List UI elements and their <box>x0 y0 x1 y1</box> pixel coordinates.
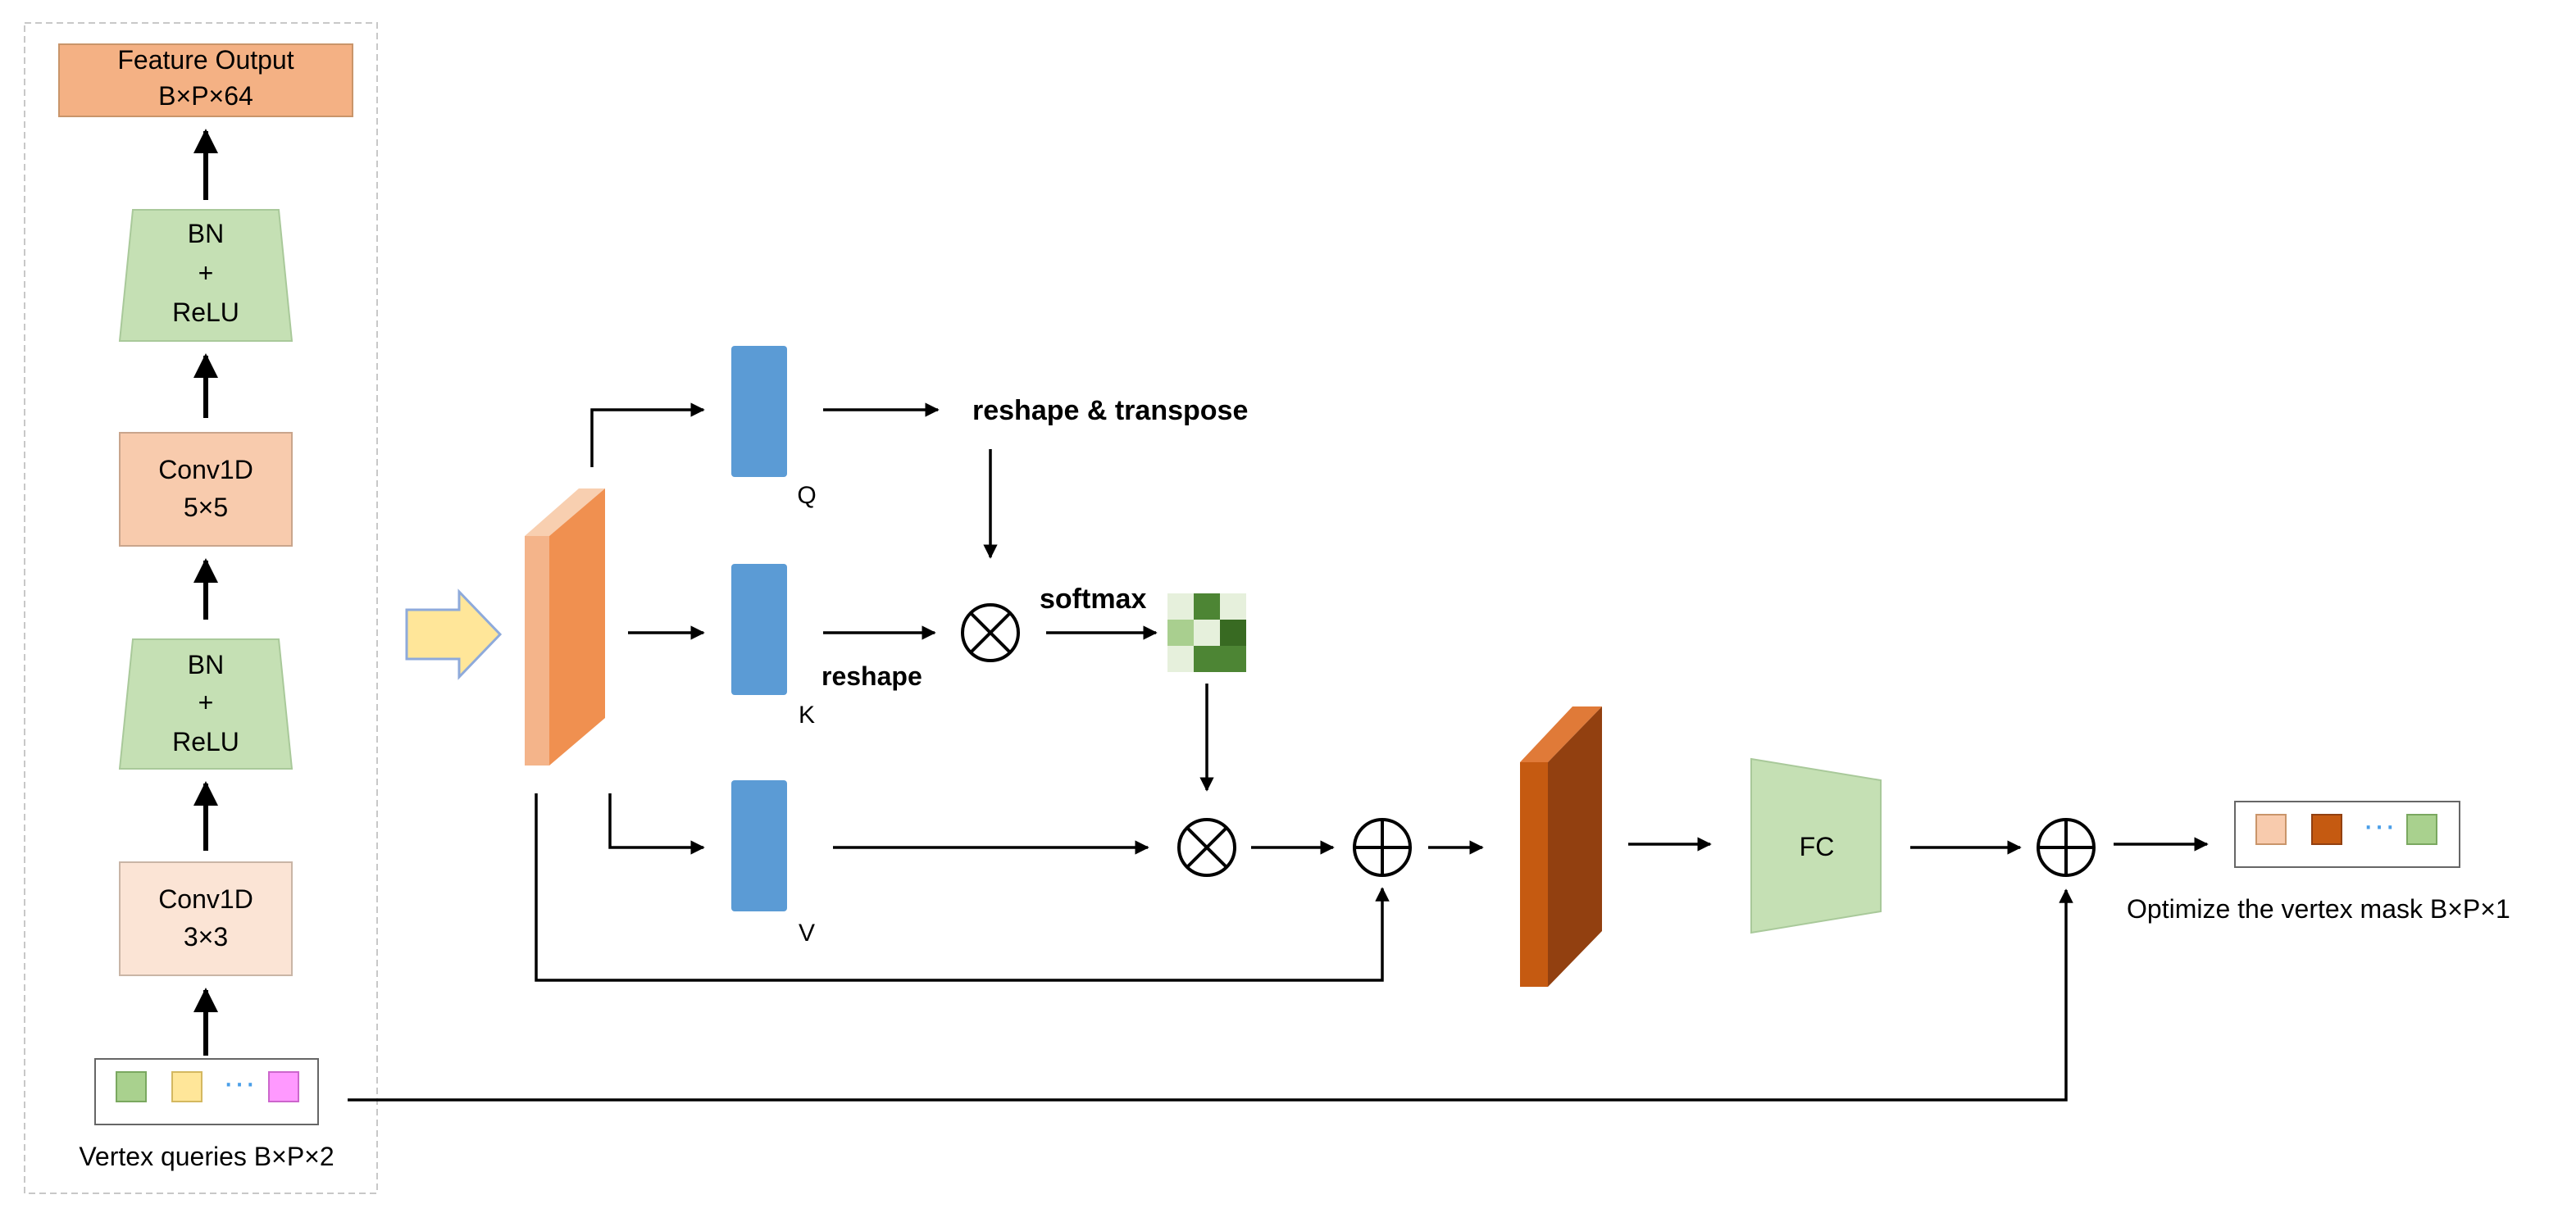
conv1d-5x5-block: Conv1D 5×5 <box>119 432 293 547</box>
conv3-title: Conv1D <box>158 884 253 914</box>
attended-feature-block <box>1520 706 1602 987</box>
plus-label: + <box>198 688 214 717</box>
vertex-queries-box: ··· <box>94 1058 319 1125</box>
conv1d-3x3-block: Conv1D 3×3 <box>119 861 293 976</box>
q-label: Q <box>797 482 816 509</box>
add-icon-residual <box>1353 818 1412 877</box>
skip-connection-queries <box>348 888 2073 1102</box>
fc-block: FC <box>1750 757 1882 934</box>
output-token-brown <box>2311 814 2342 845</box>
relu-label: ReLU <box>172 298 239 327</box>
attention-cell <box>1167 620 1194 646</box>
conv5-kernel: 5×5 <box>184 493 228 522</box>
query-ellipsis: ··· <box>223 1065 256 1101</box>
query-token-pink <box>268 1071 299 1102</box>
branch-to-v <box>608 793 705 855</box>
skip-connection-feature <box>535 793 1390 982</box>
encoder-panel <box>24 22 378 1194</box>
attention-cell <box>1167 593 1194 620</box>
output-token-peach <box>2255 814 2287 845</box>
attention-cell <box>1167 646 1194 672</box>
vertex-queries-label: Vertex queries B×P×2 <box>79 1142 334 1171</box>
output-mask-box: ··· <box>2234 801 2460 868</box>
attention-cell <box>1220 593 1246 620</box>
v-label: V <box>799 920 815 947</box>
k-block <box>731 564 787 695</box>
output-token-green <box>2406 814 2437 845</box>
query-token-green <box>116 1071 147 1102</box>
fc-label: FC <box>1800 832 1835 861</box>
relu-label: ReLU <box>172 727 239 756</box>
output-label: Optimize the vertex mask B×P×1 <box>2127 894 2510 924</box>
attention-cell <box>1220 646 1246 672</box>
feature-map-block <box>525 488 605 766</box>
input-block-arrow <box>405 588 503 680</box>
multiply-icon-av <box>1177 818 1236 877</box>
feature-output-box: Feature Output B×P×64 <box>58 43 353 117</box>
bn-label: BN <box>188 219 224 248</box>
q-block <box>731 346 787 477</box>
feature-output-shape: B×P×64 <box>158 81 253 111</box>
branch-to-q <box>590 402 705 467</box>
conv3-kernel: 3×3 <box>184 922 228 952</box>
attention-cell <box>1220 620 1246 646</box>
v-block <box>731 780 787 911</box>
attention-cell <box>1194 620 1220 646</box>
attention-cell <box>1194 593 1220 620</box>
conv5-title: Conv1D <box>158 455 253 484</box>
query-token-yellow <box>171 1071 203 1102</box>
feature-output-title: Feature Output <box>117 45 294 75</box>
reshape-label: reshape <box>821 661 922 691</box>
attention-cell <box>1194 646 1220 672</box>
add-icon-output <box>2037 818 2096 877</box>
plus-label: + <box>198 258 214 288</box>
bn-relu-block-top: BN + ReLU <box>118 209 294 342</box>
reshape-transpose-label: reshape & transpose <box>972 395 1248 426</box>
multiply-icon-qk <box>961 603 1020 662</box>
k-label: K <box>799 702 815 729</box>
attention-matrix <box>1167 593 1246 672</box>
output-ellipsis: ··· <box>2363 807 2396 843</box>
bn-relu-block-bottom: BN + ReLU <box>118 638 294 770</box>
softmax-label: softmax <box>1040 584 1146 615</box>
bn-label: BN <box>188 650 224 679</box>
